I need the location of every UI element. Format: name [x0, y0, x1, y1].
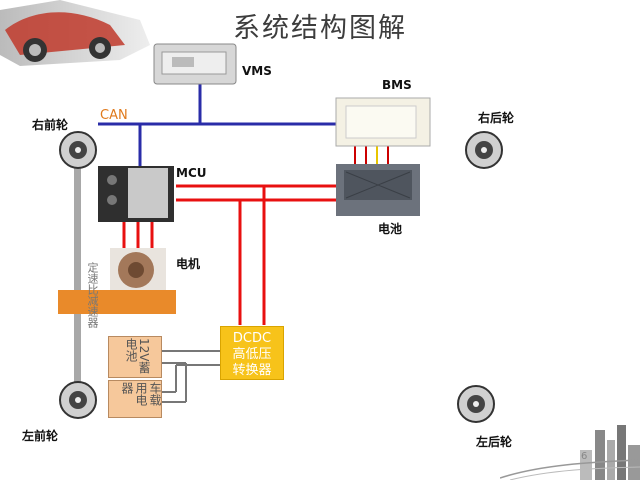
mcu-unit — [98, 166, 174, 222]
wheel-rear-right-label: 右后轮 — [478, 111, 515, 125]
dcdc-label-line1: DCDC — [232, 331, 272, 346]
bms-label: BMS — [382, 78, 412, 92]
page-title: 系统结构图解 — [233, 13, 407, 44]
dcdc-label-line3: 转换器 — [232, 363, 272, 378]
battery-label: 电池 — [378, 222, 403, 236]
wheel-front-right-label: 右前轮 — [32, 118, 69, 132]
vehicle-loads-label: 车载用电器 — [120, 382, 162, 406]
vehicle-loads-box — [108, 380, 162, 418]
skyline-graphic — [500, 425, 640, 480]
bms-leads — [354, 145, 389, 165]
reducer-bar — [58, 290, 176, 314]
battery-pack — [336, 164, 420, 216]
can-bus-lines — [98, 82, 338, 168]
wheel-front-left — [59, 381, 97, 419]
mcu-label: MCU — [176, 166, 207, 180]
vms-label: VMS — [242, 64, 272, 78]
low-voltage-lines — [160, 350, 220, 403]
drive-shaft — [74, 155, 81, 395]
reducer-label: 定速比减速器 — [86, 262, 99, 328]
dcdc-label-line2: 高低压 — [232, 347, 272, 362]
motor-unit — [110, 248, 166, 290]
dcdc-converter: DCDC 高低压 转换器 — [220, 326, 284, 380]
power-lines — [122, 184, 336, 325]
car-logo-graphic — [0, 0, 150, 70]
can-label: CAN — [100, 108, 128, 123]
wheel-rear-left-label: 左后轮 — [476, 435, 513, 449]
vms-unit — [153, 43, 237, 85]
battery-12v-label: 12V蓄电池 — [124, 338, 151, 374]
wheel-front-left-label: 左前轮 — [22, 429, 59, 443]
bms-unit — [335, 97, 431, 147]
motor-label: 电机 — [176, 257, 201, 271]
wheel-rear-right — [465, 131, 503, 169]
page-number: 6 — [581, 451, 588, 462]
battery-12v-box — [108, 336, 162, 378]
wheel-rear-left — [457, 385, 495, 423]
wheel-front-right — [59, 131, 97, 169]
